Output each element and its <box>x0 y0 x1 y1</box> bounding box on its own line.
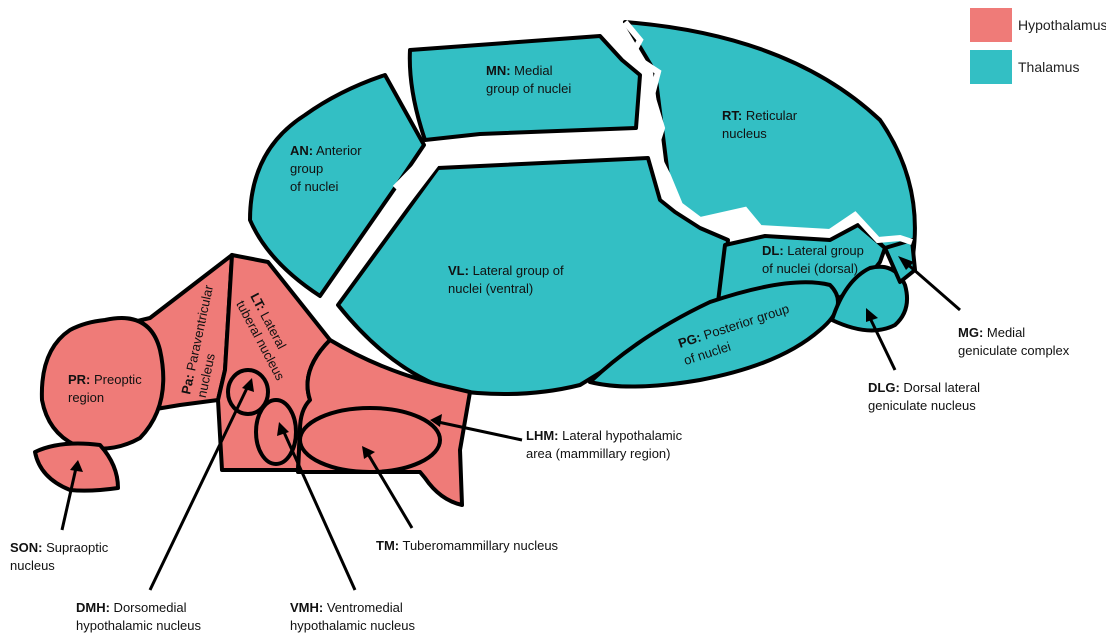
label-an-line: Anterior <box>313 143 362 158</box>
legend-swatch-hypothalamus <box>970 8 1012 42</box>
label-son-line: Supraoptic <box>43 540 109 555</box>
label-dlg-line: Dorsal lateral <box>900 380 980 395</box>
thalamus-group <box>250 22 915 394</box>
arrow-mg <box>905 262 960 310</box>
legend-label-hypothalamus: Hypothalamus <box>1018 17 1106 33</box>
label-tm: TM: Tuberomammillary nucleus <box>376 538 559 553</box>
label-dmh-abbr: DMH: <box>76 600 110 615</box>
label-an-abbr: AN: <box>290 143 313 158</box>
label-pr-line: Preoptic <box>90 372 142 387</box>
label-lhm-line: Lateral hypothalamic <box>559 428 683 443</box>
label-pr-abbr: PR: <box>68 372 90 387</box>
label-dl-abbr: DL: <box>762 243 784 258</box>
label-vmh: VMH: Ventromedial hypothalamic nucleus <box>290 600 416 633</box>
label-mg-line: geniculate complex <box>958 343 1070 358</box>
label-son-abbr: SON: <box>10 540 43 555</box>
label-dl-line: of nuclei (dorsal) <box>762 261 858 276</box>
label-rt-abbr: RT: <box>722 108 742 123</box>
label-vl-line: Lateral group of <box>469 263 564 278</box>
label-tm-line: Tuberomammillary nucleus <box>399 538 558 553</box>
label-mg-abbr: MG: <box>958 325 983 340</box>
label-son: SON: Supraoptic nucleus <box>10 540 109 573</box>
label-vl-abbr: VL: <box>448 263 469 278</box>
label-vl-line: nuclei (ventral) <box>448 281 533 296</box>
label-vmh-line: Ventromedial <box>323 600 403 615</box>
label-son-line: nucleus <box>10 558 55 573</box>
label-pr-line: region <box>68 390 104 405</box>
label-an-line: group <box>290 161 323 176</box>
label-mg-line: Medial <box>983 325 1025 340</box>
legend: Hypothalamus Thalamus <box>970 8 1106 84</box>
region-tm-shape <box>300 408 440 472</box>
label-lhm: LHM: Lateral hypothalamic area (mammillar… <box>526 428 683 461</box>
region-vmh-shape <box>256 400 296 464</box>
label-dl-line: Lateral group <box>784 243 864 258</box>
label-tm-abbr: TM: <box>376 538 399 553</box>
label-mg: MG: Medial geniculate complex <box>958 325 1070 358</box>
label-dmh: DMH: Dorsomedial hypothalamic nucleus <box>76 600 202 633</box>
legend-swatch-thalamus <box>970 50 1012 84</box>
label-dlg-line: geniculate nucleus <box>868 398 976 413</box>
label-vmh-abbr: VMH: <box>290 600 323 615</box>
label-an-line: of nuclei <box>290 179 339 194</box>
label-mn-abbr: MN: <box>486 63 511 78</box>
label-dmh-line: hypothalamic nucleus <box>76 618 202 633</box>
legend-label-thalamus: Thalamus <box>1018 59 1079 75</box>
label-dlg: DLG: Dorsal lateral geniculate nucleus <box>868 380 980 413</box>
label-dlg-abbr: DLG: <box>868 380 900 395</box>
label-lhm-abbr: LHM: <box>526 428 559 443</box>
label-dmh-line: Dorsomedial <box>110 600 187 615</box>
label-rt-line: Reticular <box>742 108 798 123</box>
label-vmh-line: hypothalamic nucleus <box>290 618 416 633</box>
arrow-dmh <box>150 386 248 590</box>
label-lhm-line: area (mammillary region) <box>526 446 670 461</box>
label-mn-line: group of nuclei <box>486 81 571 96</box>
label-mn-line: Medial <box>511 63 553 78</box>
label-rt-line: nucleus <box>722 126 767 141</box>
